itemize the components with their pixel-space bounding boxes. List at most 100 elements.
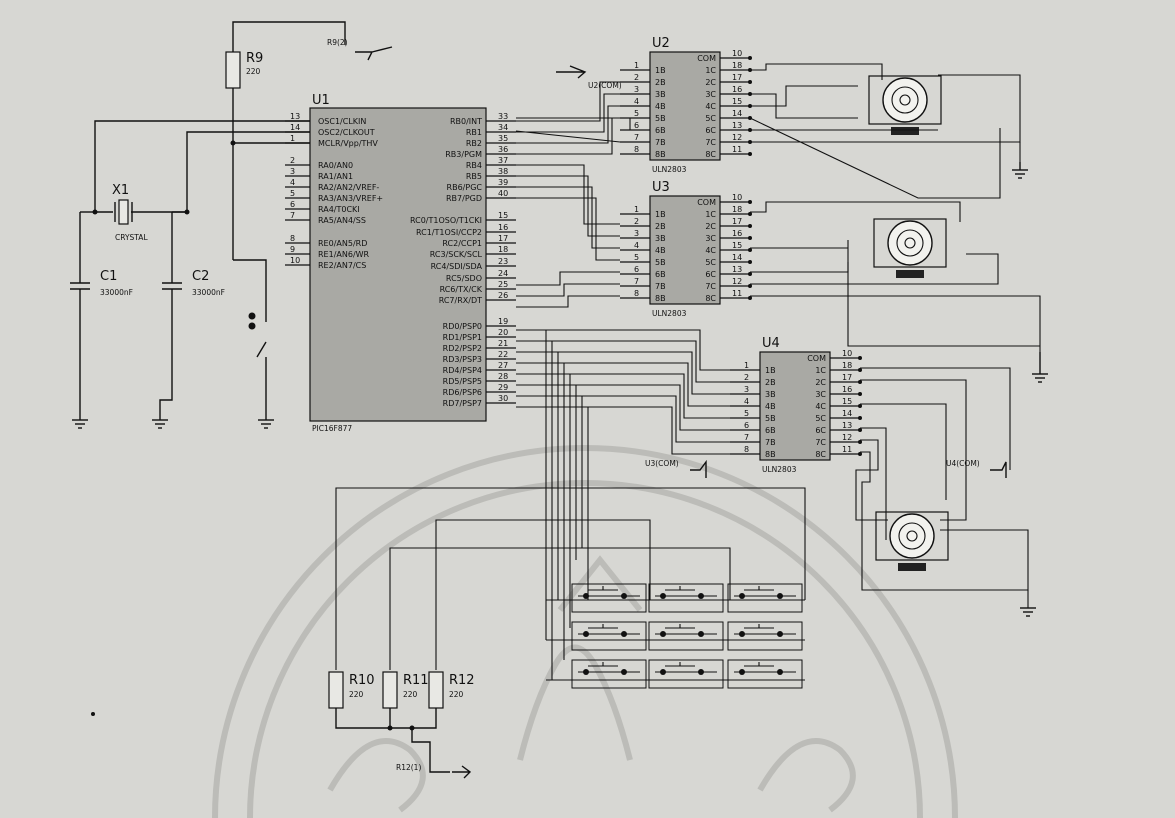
pin-number: 33 — [498, 112, 508, 121]
pin-name: RB3/PGM — [445, 150, 482, 159]
pin-number: 4 — [744, 397, 749, 406]
pin-name: RB0/INT — [450, 117, 482, 126]
keypad-button — [571, 659, 647, 689]
pin-name: RA0/AN0 — [318, 161, 353, 170]
pin-number: 6 — [634, 265, 639, 274]
pin-number: 24 — [498, 269, 508, 278]
u3-com-label: U3(COM) — [645, 459, 679, 468]
pin-number: 5 — [290, 189, 295, 198]
capacitor-c1: C1 33000nF — [70, 211, 133, 420]
pin-number: 17 — [732, 73, 742, 82]
pin-number: 15 — [732, 97, 742, 106]
pin-number: 22 — [498, 350, 508, 359]
driver-u2: U2ULN280311B22B33B44B55B66B77B88B10COM18… — [620, 36, 752, 174]
pin-number: 17 — [498, 234, 508, 243]
pin-name: RD1/PSP1 — [443, 333, 482, 342]
pin-name: 7B — [655, 282, 666, 291]
net-port-icon — [452, 765, 472, 779]
pin-number: 5 — [744, 409, 749, 418]
pin-name: 1C — [705, 210, 716, 219]
pin-name: 8C — [705, 150, 716, 159]
pin-number: 26 — [498, 291, 508, 300]
pin-name: RC7/RX/DT — [439, 296, 482, 305]
pin-number: 4 — [634, 97, 639, 106]
pin-name: RC6/TX/CK — [440, 285, 483, 294]
pin-name: MCLR/Vpp/THV — [318, 139, 378, 148]
pin-number: 13 — [842, 421, 852, 430]
pin-name: RE2/AN7/CS — [318, 261, 366, 270]
pin-number: 23 — [498, 257, 508, 266]
pin-name: 8B — [765, 450, 776, 459]
keypad-bus-wiring — [335, 329, 806, 681]
pin-name: 3B — [655, 234, 666, 243]
pin-name: 7B — [765, 438, 776, 447]
stepper-motor-icon — [868, 75, 942, 135]
r10-ref: R10 — [349, 673, 375, 688]
pin-number: 10 — [842, 349, 852, 358]
pin-name: 8C — [815, 450, 826, 459]
pin-number: 1 — [744, 361, 749, 370]
pin-number: 13 — [290, 112, 300, 121]
pin-name: RC0/T1OSO/T1CKI — [410, 216, 482, 225]
pin-name: 2B — [655, 78, 666, 87]
u1-right-pins: 33RB0/INT34RB135RB236RB3/PGM37RB438RB539… — [410, 112, 516, 408]
portc-to-u3-wiring — [515, 117, 631, 308]
pin-name: 1B — [655, 66, 666, 75]
pin-number: 5 — [634, 253, 639, 262]
pin-number: 14 — [842, 409, 852, 418]
pin-name: RD3/PSP3 — [443, 355, 482, 364]
pin-number: 3 — [744, 385, 749, 394]
pin-number: 4 — [634, 241, 639, 250]
pin-number: 8 — [290, 234, 295, 243]
pin-name: RD4/PSP4 — [443, 366, 482, 375]
pin-number: 25 — [498, 280, 508, 289]
crystal-x1: X1 CRYSTAL — [112, 183, 148, 242]
pin-number: 10 — [732, 49, 742, 58]
pin-name: RA5/AN4/SS — [318, 216, 366, 225]
pin-name: 4C — [705, 102, 716, 111]
pin-number: 35 — [498, 134, 508, 143]
pin-number: 16 — [842, 385, 852, 394]
pin-name: 5B — [655, 258, 666, 267]
pin-number: 7 — [744, 433, 749, 442]
pin-name: 3B — [655, 90, 666, 99]
reset-circuit: R9 220 R9(2) — [225, 21, 393, 429]
pin-name: 8B — [655, 150, 666, 159]
u2-to-motor-wiring — [749, 63, 1021, 199]
portd-to-keypad-wiring — [516, 373, 730, 455]
pin-name: 2B — [765, 378, 776, 387]
keypad-button — [727, 621, 803, 651]
pin-name: RD0/PSP0 — [443, 322, 482, 331]
driver-ref: U2 — [652, 36, 670, 51]
pin-number: 9 — [290, 245, 295, 254]
pin-number: 3 — [290, 167, 295, 176]
pin-name: 6B — [655, 126, 666, 135]
pin-name: RA3/AN3/VREF+ — [318, 194, 383, 203]
pin-name: RD6/PSP6 — [443, 388, 482, 397]
ground-symbol — [1012, 162, 1028, 179]
pin-name: 2C — [705, 222, 716, 231]
pin-name: RA1/AN1 — [318, 172, 353, 181]
driver-chips: U2ULN280311B22B33B44B55B66B77B88B10COM18… — [620, 36, 862, 474]
pin-name: 1C — [815, 366, 826, 375]
pin-name: RB2 — [466, 139, 482, 148]
resistor-r9 — [225, 51, 241, 89]
resistor-r10: R10 220 — [328, 671, 375, 709]
driver-u3: U3ULN280311B22B33B44B55B66B77B88B10COM18… — [620, 180, 752, 318]
ground-symbol — [258, 419, 274, 429]
pin-number: 7 — [290, 211, 295, 220]
pin-number: 10 — [732, 193, 742, 202]
